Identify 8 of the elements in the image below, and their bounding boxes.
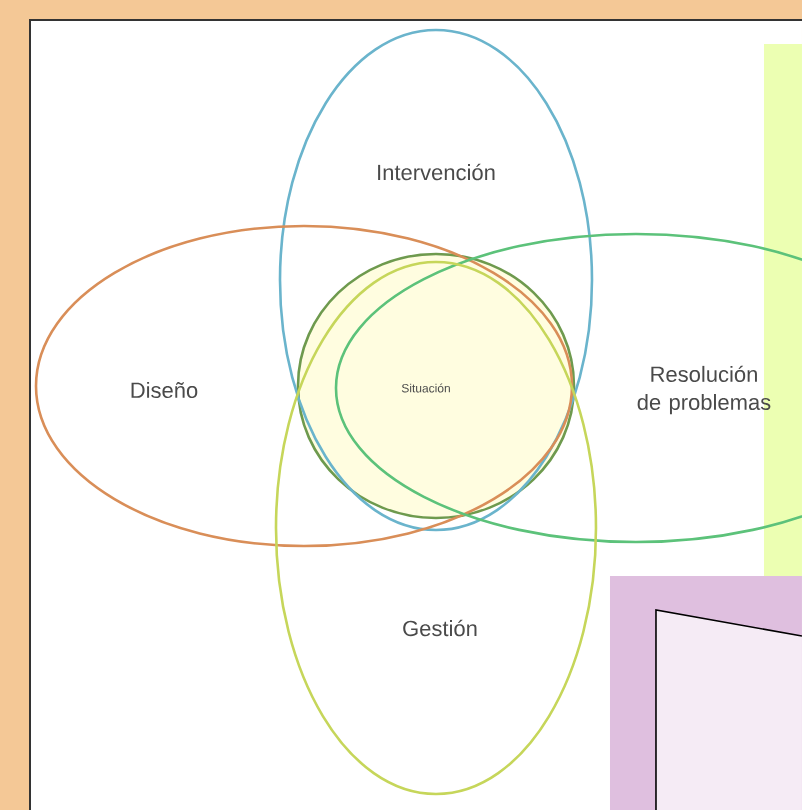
ellipse bbox=[296, 252, 576, 520]
ellipse-label: Intervención bbox=[378, 163, 495, 181]
ellipse bbox=[34, 224, 574, 548]
ellipse bbox=[278, 28, 594, 532]
ellipse-label: Resolución de problemas bbox=[637, 365, 771, 415]
ellipse-label: Gestión bbox=[403, 619, 477, 637]
ellipse-label: Diseño bbox=[131, 381, 198, 399]
ellipse bbox=[274, 260, 598, 796]
